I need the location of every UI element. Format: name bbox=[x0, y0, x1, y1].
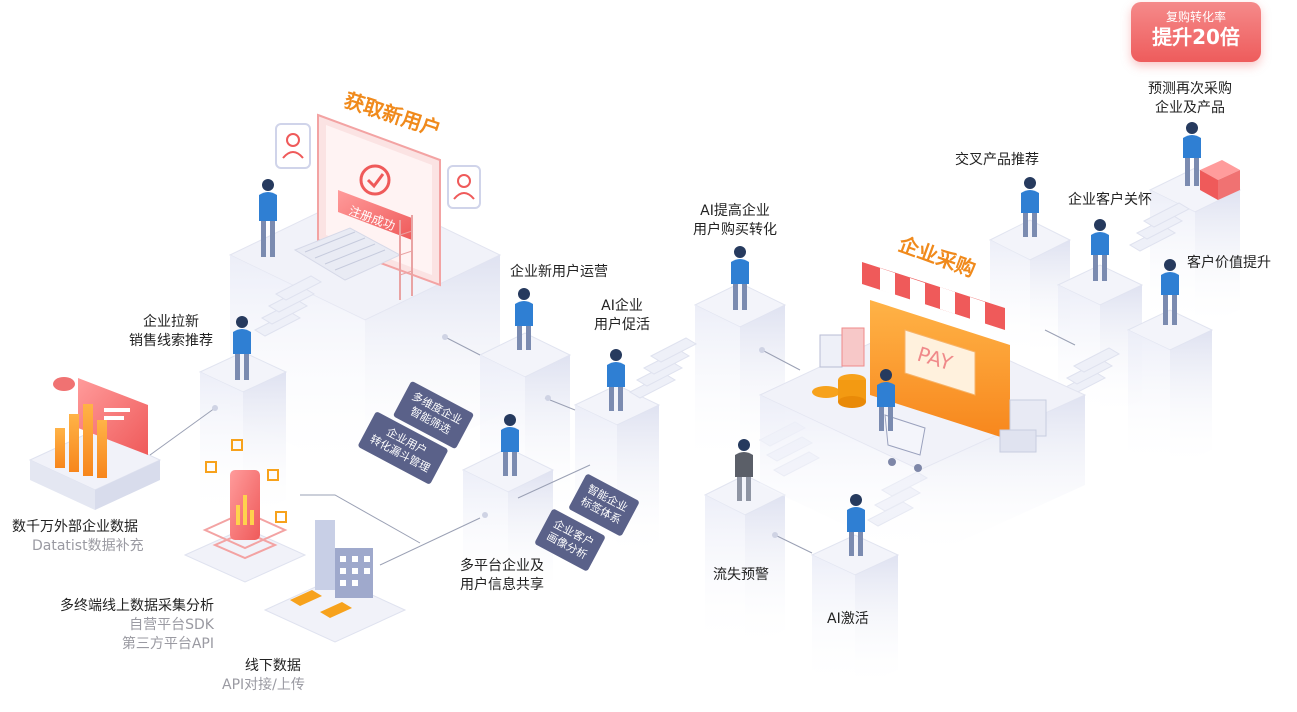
register-monitor bbox=[293, 113, 441, 300]
person-icon bbox=[1091, 219, 1109, 281]
label-cross-sell: 交叉产品推荐 bbox=[955, 152, 1039, 168]
badge-line-2: 提升20倍 bbox=[1152, 25, 1240, 49]
avatar-card-right bbox=[447, 165, 481, 209]
label-line: AI提高企业 bbox=[700, 203, 770, 219]
connector-lines bbox=[149, 329, 1076, 566]
label-line: 用户信息共享 bbox=[460, 577, 544, 593]
person-figures bbox=[233, 122, 1201, 556]
label-offline-data: 线下数据 API对接/上传 bbox=[222, 657, 305, 695]
shop-stall bbox=[812, 262, 1047, 472]
label-sub: 自营平台SDK bbox=[129, 617, 214, 633]
label-line: 企业及产品 bbox=[1155, 100, 1225, 116]
person-icon bbox=[501, 414, 519, 476]
label-leads: 企业拉新 销售线索推荐 bbox=[129, 313, 213, 351]
label-repurchase: 预测再次采购 企业及产品 bbox=[1148, 80, 1232, 118]
avatar-card-left bbox=[275, 123, 311, 169]
label-line: 用户购买转化 bbox=[693, 222, 777, 238]
label-line: AI企业 bbox=[601, 298, 643, 314]
person-icon bbox=[1183, 122, 1201, 186]
label-churn: 流失预警 bbox=[713, 567, 769, 583]
badge-line-1: 复购转化率 bbox=[1165, 10, 1226, 24]
label-line: 数千万外部企业数据 bbox=[12, 519, 138, 535]
label-line: 用户促活 bbox=[594, 317, 650, 333]
label-ai-promote: AI企业 用户促活 bbox=[594, 297, 650, 335]
label-online-data: 多终端线上数据采集分析 自营平台SDK 第三方平台API bbox=[60, 597, 214, 654]
label-line: 销售线索推荐 bbox=[129, 333, 213, 349]
label-care: 企业客户关怀 bbox=[1068, 192, 1152, 208]
external-data-platform bbox=[28, 377, 162, 510]
person-icon bbox=[1021, 177, 1039, 237]
pillars bbox=[198, 167, 1242, 690]
person-icon bbox=[515, 288, 533, 350]
label-line: 多终端线上数据采集分析 bbox=[60, 598, 214, 614]
label-value: 客户价值提升 bbox=[1187, 255, 1271, 271]
person-icon bbox=[847, 494, 865, 556]
person-icon bbox=[1161, 259, 1179, 325]
person-icon-gray bbox=[735, 439, 753, 501]
person-icon bbox=[731, 246, 749, 310]
label-share: 多平台企业及 用户信息共享 bbox=[460, 557, 544, 595]
label-sub: 第三方平台API bbox=[121, 636, 214, 652]
label-line: 企业拉新 bbox=[143, 314, 199, 330]
stairs-1 bbox=[253, 275, 323, 337]
online-data-platform bbox=[183, 439, 307, 583]
connector-dots bbox=[212, 334, 778, 538]
label-reactivate: AI激活 bbox=[827, 611, 869, 627]
person-icon bbox=[233, 316, 251, 380]
offline-data-platform bbox=[263, 520, 407, 643]
person-icon bbox=[607, 349, 625, 411]
label-ai-convert: AI提高企业 用户购买转化 bbox=[693, 202, 777, 240]
label-line: 预测再次采购 bbox=[1148, 81, 1232, 97]
label-sub: Datatist数据补充 bbox=[32, 538, 144, 554]
label-sub: API对接/上传 bbox=[222, 677, 305, 693]
gift-box bbox=[1200, 160, 1240, 200]
label-new-ops: 企业新用户运营 bbox=[510, 264, 608, 280]
person-icon bbox=[259, 179, 277, 257]
label-line: 多平台企业及 bbox=[460, 558, 544, 574]
label-line: 线下数据 bbox=[244, 658, 301, 674]
repurchase-rate-badge: 复购转化率 提升20倍 bbox=[1131, 2, 1261, 62]
label-external-data: 数千万外部企业数据 Datatist数据补充 bbox=[12, 518, 144, 556]
person-icon bbox=[877, 369, 895, 431]
